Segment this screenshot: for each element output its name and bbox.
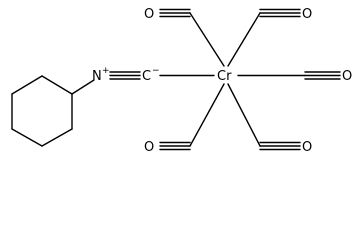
cr-co-bond-lower-left [189, 83, 225, 147]
cyclohexane-ring [11, 75, 73, 147]
nitrogen-charge: + [102, 66, 110, 76]
structural-formula: N + C − Cr O O [11, 7, 352, 155]
ring-bond [41, 128, 73, 147]
ring-n-bond [71, 79, 95, 95]
chromium-atom: Cr [217, 69, 232, 84]
oxygen-atom-lower-left: O [144, 140, 154, 155]
nitrogen-atom: N [92, 69, 102, 84]
carbon-atom: C [142, 69, 151, 84]
cr-co-bond-upper-right [227, 12, 261, 67]
cr-co-bond-lower-right [227, 83, 261, 147]
cr-co-bond-upper-left [189, 12, 225, 67]
ring-bond [11, 75, 43, 95]
ring-bond [11, 128, 43, 147]
oxygen-atom-upper-right: O [302, 7, 312, 22]
oxygen-atom-lower-right: O [302, 140, 312, 155]
co-triple-bond-right [304, 71, 341, 80]
oxygen-atom-right: O [342, 69, 352, 84]
carbon-charge: − [152, 66, 160, 76]
co-triple-bond-lower-right [259, 141, 301, 151]
co-triple-bond-upper-right [259, 8, 301, 18]
co-triple-bond-upper-left [159, 8, 191, 18]
isocyanide-triple-bond [109, 71, 141, 80]
oxygen-atom-upper-left: O [144, 7, 154, 22]
ring-bond [41, 75, 73, 95]
co-triple-bond-lower-left [159, 141, 191, 151]
